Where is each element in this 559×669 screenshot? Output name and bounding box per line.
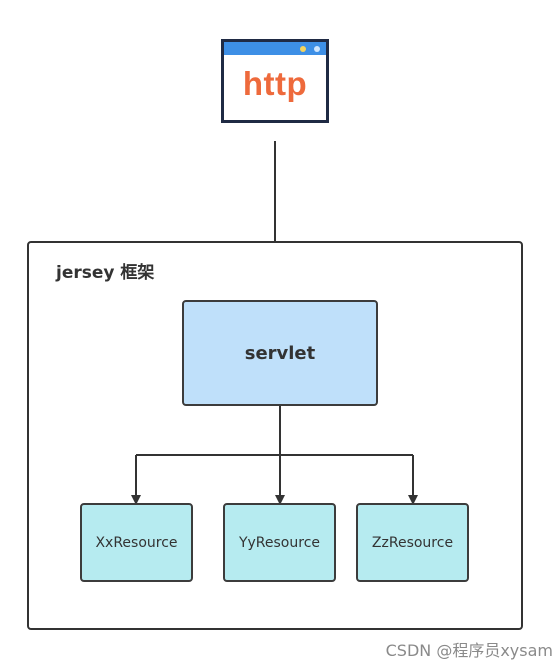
csdn-watermark: CSDN @程序员xysam: [385, 641, 553, 660]
window-dot-blue-icon: [314, 46, 320, 52]
resource-label: YyResource: [238, 534, 321, 551]
zzresource-node: ZzResource: [356, 503, 469, 582]
http-label: http: [242, 65, 308, 102]
resource-label: ZzResource: [371, 534, 454, 551]
yyresource-node: YyResource: [223, 503, 336, 582]
window-dot-yellow-icon: [300, 46, 306, 52]
xxresource-node: XxResource: [80, 503, 193, 582]
http-browser-icon: http: [221, 39, 329, 123]
browser-titlebar: [224, 42, 326, 55]
servlet-label: servlet: [244, 342, 316, 364]
servlet-node: servlet: [182, 300, 378, 406]
resource-label: XxResource: [95, 534, 178, 551]
framework-title: jersey 框架: [56, 263, 155, 283]
http-to-framework-connector: [274, 141, 276, 243]
